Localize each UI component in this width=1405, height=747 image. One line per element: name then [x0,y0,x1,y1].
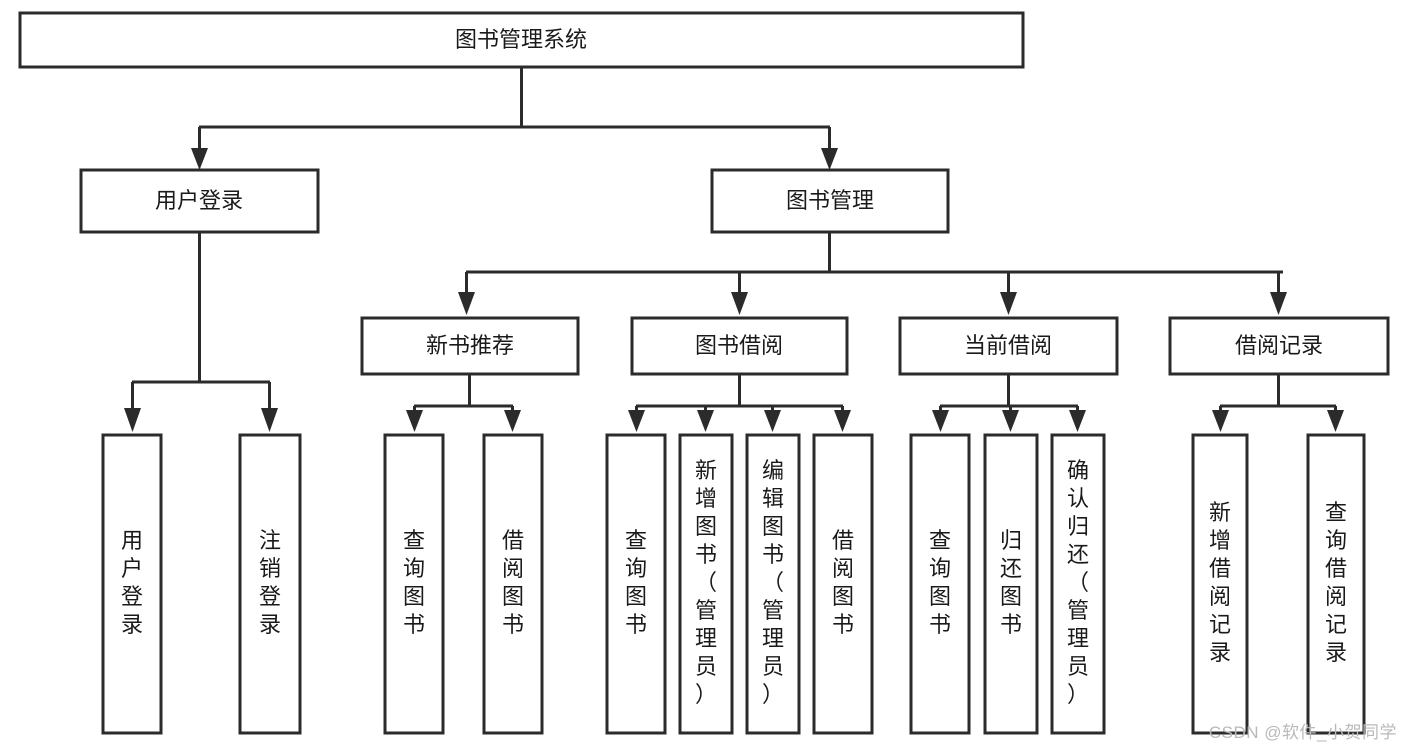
leaf-add-book-admin-label: 新增图书（管理员） [695,458,717,707]
leaf-query-book-recommend-box [383,433,445,735]
arrow-head-leaf-query-book-c [932,410,949,432]
leaf-borrow-book-recommend-box [482,433,544,735]
node-user-login[interactable]: 用户登录 [79,168,320,234]
leaf-logout-box [238,433,302,735]
node-user-login-label: 用户登录 [155,188,243,213]
leaf-query-borrow-record[interactable]: 查询借阅记录 [1306,433,1366,735]
node-book-borrow[interactable]: 图书借阅 [630,316,849,376]
node-new-book-recommend[interactable]: 新书推荐 [360,316,580,376]
node-new-book-recommend-box [360,316,580,376]
arrow-head-borrow-record [1270,292,1287,315]
arrow-head-leaf-query-book-b [628,410,645,432]
node-root-system-label: 图书管理系统 [455,27,587,52]
arrow-head-leaf-confirm-return [1069,410,1086,432]
node-borrow-record[interactable]: 借阅记录 [1168,316,1390,376]
leaf-add-book-admin-box [678,433,734,735]
leaf-user-login-label: 用户登录 [121,528,143,637]
node-user-login-box [79,168,320,234]
connector-group-book-borrow [628,374,851,432]
arrow-head-current-borrow [1000,292,1017,315]
leaf-confirm-return-admin[interactable]: 确认归还（管理员） [1050,433,1106,735]
arrow-head-new-book-rec [458,292,475,315]
leaf-user-login[interactable]: 用户登录 [101,433,163,735]
leaf-logout-label: 注销登录 [259,528,281,637]
leaf-query-book-borrow-label: 查询图书 [625,528,647,637]
node-book-borrow-label: 图书借阅 [695,333,783,358]
node-new-book-recommend-label: 新书推荐 [426,333,514,358]
leaf-return-book-label: 归还图书 [1000,528,1022,637]
leaf-query-book-borrow-box [605,433,667,735]
arrow-head-leaf-add-book [697,410,714,432]
arrow-head-book-borrow [731,292,748,315]
csdn-watermark: CSDN @软件_小贺同学 [1208,723,1397,742]
node-current-borrow[interactable]: 当前借阅 [898,316,1119,376]
node-borrow-record-box [1168,316,1390,376]
leaf-confirm-return-admin-box [1050,433,1106,735]
leaf-return-book-box [983,433,1039,735]
connector-group-borrow-record [1212,374,1344,432]
leaf-query-borrow-record-box [1306,433,1366,735]
node-root-system[interactable]: 图书管理系统 [18,11,1025,69]
node-book-management-box [710,168,950,234]
node-book-management[interactable]: 图书管理 [710,168,950,234]
leaf-query-book-current[interactable]: 查询图书 [909,433,971,735]
leaf-borrow-book-label: 借阅图书 [832,528,854,637]
arrow-head-leaf-return-book [1002,410,1019,432]
arrow-head-leaf-query-record [1327,410,1344,432]
arrow-head-leaf-query-book-a [406,410,423,432]
node-current-borrow-label: 当前借阅 [964,333,1052,358]
arrow-head-user-login [191,148,208,170]
arrow-head-leaf-borrow-book-b [834,410,851,432]
connector-group-user-login [124,232,278,432]
leaf-borrow-book-recommend[interactable]: 借阅图书 [482,433,544,735]
leaf-query-borrow-record-label: 查询借阅记录 [1325,500,1347,665]
node-root-system-box [18,11,1025,69]
leaf-user-login-box [101,433,163,735]
leaf-query-book-recommend[interactable]: 查询图书 [383,433,445,735]
arrow-head-book-mgmt [821,148,838,170]
arrow-head-leaf-borrow-book-a [504,410,521,432]
arrow-head-leaf-logout [261,408,278,432]
leaf-add-borrow-record-box [1191,433,1249,735]
node-current-borrow-box [898,316,1119,376]
leaf-query-book-current-label: 查询图书 [929,528,951,637]
leaf-add-book-admin[interactable]: 新增图书（管理员） [678,433,734,735]
leaf-borrow-book[interactable]: 借阅图书 [812,433,874,735]
leaf-logout[interactable]: 注销登录 [238,433,302,735]
connector-group-new-book-rec [406,374,521,432]
node-book-borrow-box [630,316,849,376]
leaf-query-book-recommend-label: 查询图书 [403,528,425,637]
leaf-add-borrow-record[interactable]: 新增借阅记录 [1191,433,1249,735]
leaf-query-book-current-box [909,433,971,735]
connector-group-root [191,67,838,170]
leaf-return-book[interactable]: 归还图书 [983,433,1039,735]
arrow-head-leaf-edit-book [764,410,781,432]
leaf-borrow-book-box [812,433,874,735]
connector-group-book-mgmt [458,232,1287,315]
leaf-edit-book-admin-label: 编辑图书（管理员） [762,458,784,707]
leaf-add-borrow-record-label: 新增借阅记录 [1209,500,1231,665]
leaf-query-book-borrow[interactable]: 查询图书 [605,433,667,735]
node-borrow-record-label: 借阅记录 [1235,333,1323,358]
arrow-head-leaf-add-record [1212,410,1229,432]
leaf-edit-book-admin-box [745,433,801,735]
arrow-head-leaf-user-login [124,408,141,432]
leaf-borrow-book-recommend-label: 借阅图书 [502,528,524,637]
leaf-confirm-return-admin-label: 确认归还（管理员） [1067,458,1089,707]
leaf-edit-book-admin[interactable]: 编辑图书（管理员） [745,433,801,735]
node-book-management-label: 图书管理 [786,188,874,213]
connector-group-current-borrow [932,374,1086,432]
